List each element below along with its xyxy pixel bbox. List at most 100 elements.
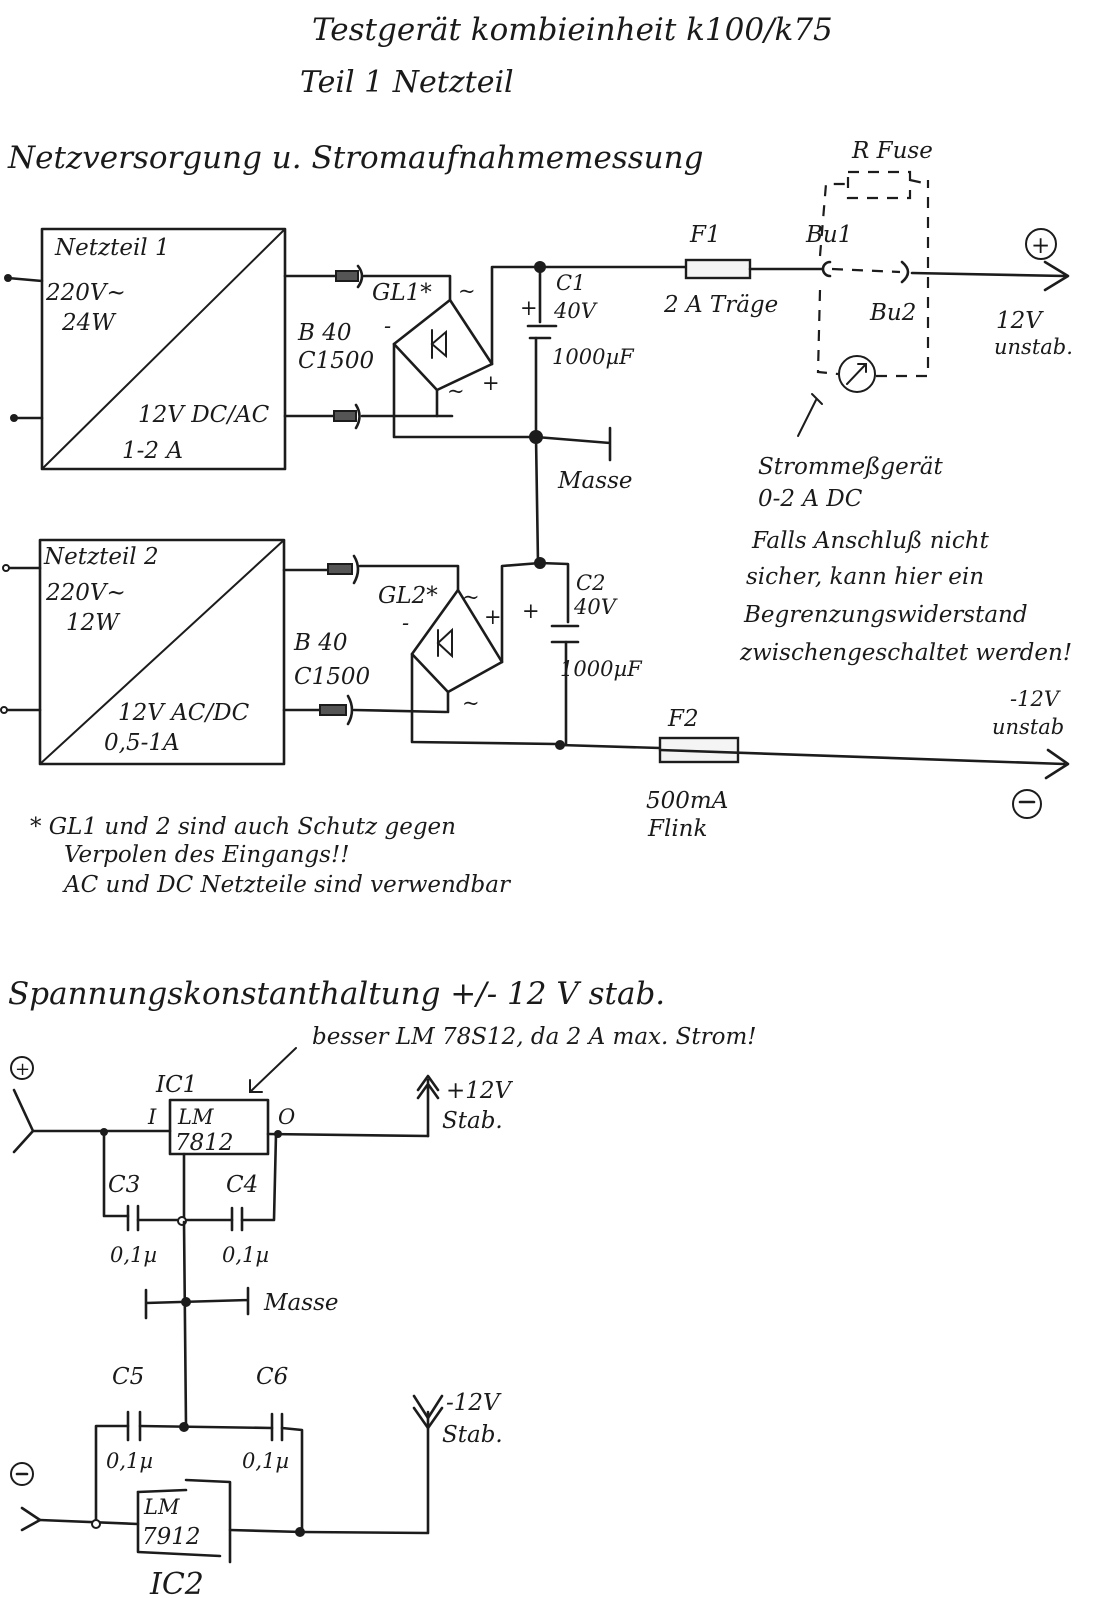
c6-name: C6 [256,1364,288,1390]
meter-needle [846,363,867,385]
psu2-power: 12W [66,610,121,636]
wire [490,265,542,366]
c2-value: 1000µF [560,657,643,681]
c4-value: 0,1µ [222,1243,269,1267]
ic2-line2: 7912 [142,1524,201,1550]
wire [182,1220,188,1428]
meter-lead [876,180,930,378]
out-neg-voltage: -12V [1010,687,1061,711]
psu2: Netzteil 2 220V~ 12W 12V AC/DC 0,5-1A [0,538,286,766]
footnote: * GL1 und 2 sind auch Schutz gegen Verpo… [30,814,512,898]
note-line: sicher, kann hier ein [746,564,984,590]
ic1-regulator [168,1098,270,1156]
wire [392,298,494,392]
socket-connector [352,554,360,585]
psu2-mains-terminal [0,706,8,714]
c3-value: 0,1µ [110,1243,157,1267]
out-pos-note: unstab. [994,335,1073,359]
c1-polarity: + [520,296,538,320]
ammeter-icon [838,355,876,393]
psu1-current: 1-2 A [122,438,183,464]
note-line: Strommeßgerät [758,454,943,480]
wire [500,561,542,664]
out-pos-voltage: 12V [996,308,1044,334]
minus-pin-label: - [402,611,409,635]
junction [91,1519,101,1529]
bu2-label: Bu2 [869,300,916,326]
masse-label-2: Masse [263,1290,338,1316]
meter-lead [816,289,839,376]
psu2-mains-terminal [2,564,10,572]
minus-pin-label: - [384,314,391,338]
psu1-input: 220V~ [45,280,126,306]
gl1-type: B 40 [297,320,351,346]
c4-name: C4 [226,1172,258,1198]
plus-terminal-icon [10,1056,34,1080]
f1-name: F1 [689,222,721,248]
out-pos-stab-note: Stab. [442,1108,503,1134]
bridge-rectifier-gl2: GL2* ~ ~ - + B 40 C1500 [293,561,558,746]
note-line: 0-2 A DC [758,486,863,512]
wire [362,274,452,302]
gl1-type: C1500 [298,348,374,374]
wire [558,743,662,750]
c1-value: 1000µF [552,345,635,369]
section2-heading: Spannungskonstanthaltung +/- 12 V stab. [8,976,665,1012]
ic1-name: IC1 [155,1072,197,1098]
ic1-line2: 7812 [175,1130,234,1156]
plus-pin-label: + [482,371,500,395]
socket-bu2 [900,260,910,284]
junction [179,1422,189,1432]
psu1: Netzteil 1 220V~ 24W 12V DC/AC 1-2 A [4,227,287,471]
socket-bu1 [821,260,832,278]
wire [410,652,558,746]
footnote-line: AC und DC Netzteile sind verwendbar [62,872,512,898]
gl2-type: B 40 [293,630,347,656]
note-line: Begrenzungswiderstand [743,602,1028,628]
output-arrow-minus12 [412,1394,444,1430]
wire [38,1518,140,1526]
out-neg-stab: -12V [446,1390,502,1416]
plug-connector [335,270,359,282]
out-pos-stab: +12V [446,1078,514,1104]
out-neg-note: unstab [992,715,1064,739]
plus-terminal-icon [1025,228,1057,260]
socket-connector [356,264,364,289]
rfuse-lead [818,182,846,257]
ic2-top [136,1488,188,1494]
output-arrow [910,260,1070,292]
fuse-f1 [684,258,752,280]
minus-terminal-icon [10,1462,34,1486]
plus-terminal-symbol: + [1031,233,1050,259]
c2-name: C2 [576,571,605,595]
c2-polarity: + [522,599,540,623]
f2-rating: 500mA [646,788,728,814]
bu1-label: Bu1 [805,222,852,248]
c1-voltage: 40V [553,299,598,323]
page-title: Testgerät kombieinheit k100/k75 [312,12,833,48]
diode-icon [430,329,447,359]
bridge-link [831,267,901,274]
socket-connector [354,403,361,430]
psu1-mains-terminal [4,274,12,282]
psu2-input: 220V~ [45,580,126,606]
plug-connector [327,563,353,575]
psu2-diagonal [39,539,285,765]
ac-pin-label: ~ [458,279,476,303]
wire [352,708,448,714]
psu2-current: 0,5-1A [104,730,180,756]
ic2-name: IC2 [149,1567,204,1598]
input-connector [20,1506,42,1532]
ic2-line1: LM [143,1495,180,1519]
psu1-name: Netzteil 1 [54,235,170,261]
ground-symbol [534,426,612,462]
plus-symbol: + [15,1059,30,1080]
psu1-output: 12V DC/AC [138,402,270,428]
c5-value: 0,1µ [106,1449,153,1473]
junction [181,1297,191,1307]
gl2-name: GL2* [378,583,438,609]
gl2-type: C1500 [294,664,370,690]
wire [228,1410,430,1535]
note-line: zwischengeschaltet werden! [739,640,1072,666]
